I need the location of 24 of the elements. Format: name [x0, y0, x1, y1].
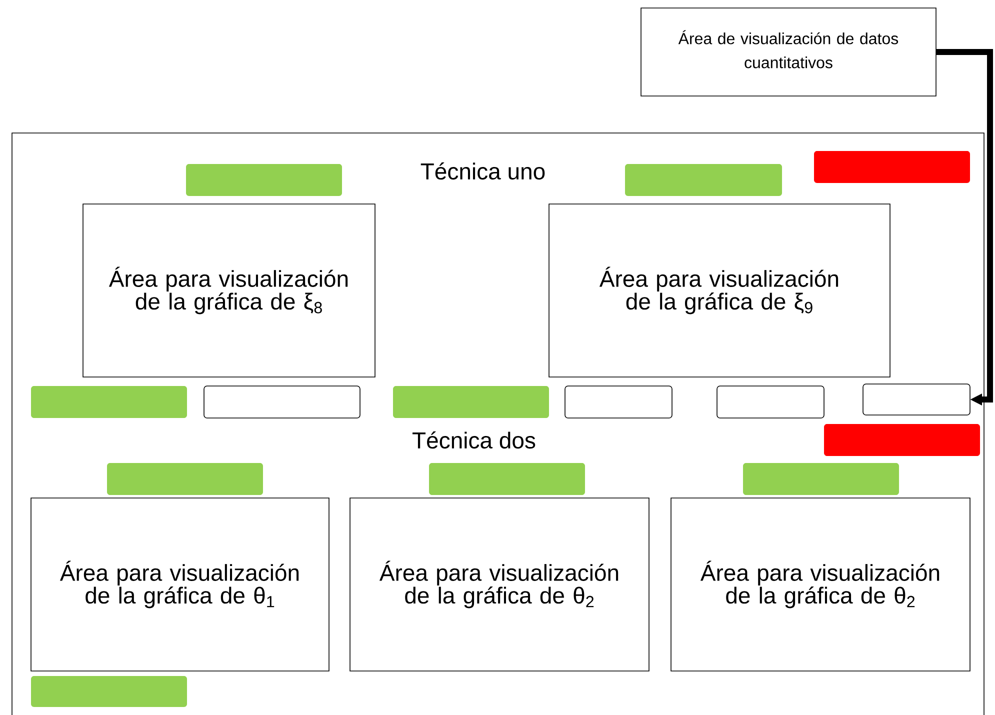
placeholder-bar [31, 386, 187, 418]
placeholder-bar [625, 164, 782, 196]
placeholder-bar [31, 676, 187, 707]
empty-button [862, 384, 970, 416]
chart-area-box: Área para visualización de la gráfica de ξ$_{8}$ [82, 204, 376, 378]
empty-button [204, 386, 360, 418]
placeholder-bar [186, 164, 342, 196]
empty-button [716, 386, 824, 418]
placeholder-bar [743, 463, 899, 495]
placeholder-bar [107, 463, 263, 495]
arrow [936, 49, 993, 406]
empty-button [564, 386, 672, 418]
chart-area-box: Área para visualización de la gráfica de ξ$_{9}$ [548, 204, 890, 378]
chart-area-box: Área para visualización de la gráfica de θ$_{2}$ [350, 498, 650, 672]
chart-area-box: Área para visualización de la gráfica de θ$_{2}$ [670, 498, 970, 672]
chart-area-box: Área para visualización de la gráfica de θ$_{1}$ [30, 498, 330, 672]
section-heading: Técnica uno [420, 162, 545, 180]
placeholder-bar [814, 151, 970, 183]
placeholder-bar [824, 424, 980, 456]
info-box: Área de visualización de datos cuantitativos [640, 8, 936, 96]
panel-frame [12, 132, 984, 715]
placeholder-bar [393, 386, 549, 418]
placeholder-bar [429, 463, 585, 495]
section-heading: Técnica dos [412, 431, 536, 449]
